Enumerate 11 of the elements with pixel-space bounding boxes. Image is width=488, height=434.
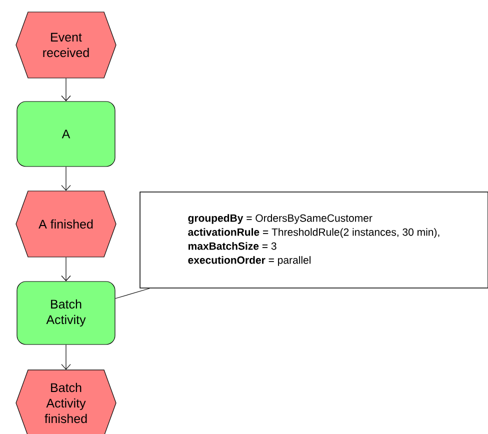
arrow [61,166,71,191]
annotation-box: groupedBy = OrdersBySameCustomer activationRule = ThresholdRule(2 instances, 30 min), maxBatchSize = 3 executionOrder = parallel [140,192,488,288]
event-hexagon: Batch Activity finished [16,370,116,434]
activity-box: Batch Activity [16,281,116,345]
arrow [61,256,71,282]
event-hexagon: Event received [16,12,116,78]
arrow [61,344,71,370]
activity-box: A [16,101,116,167]
leader-line [115,288,150,299]
arrow [61,78,71,102]
event-hexagon: A finished [16,190,116,258]
